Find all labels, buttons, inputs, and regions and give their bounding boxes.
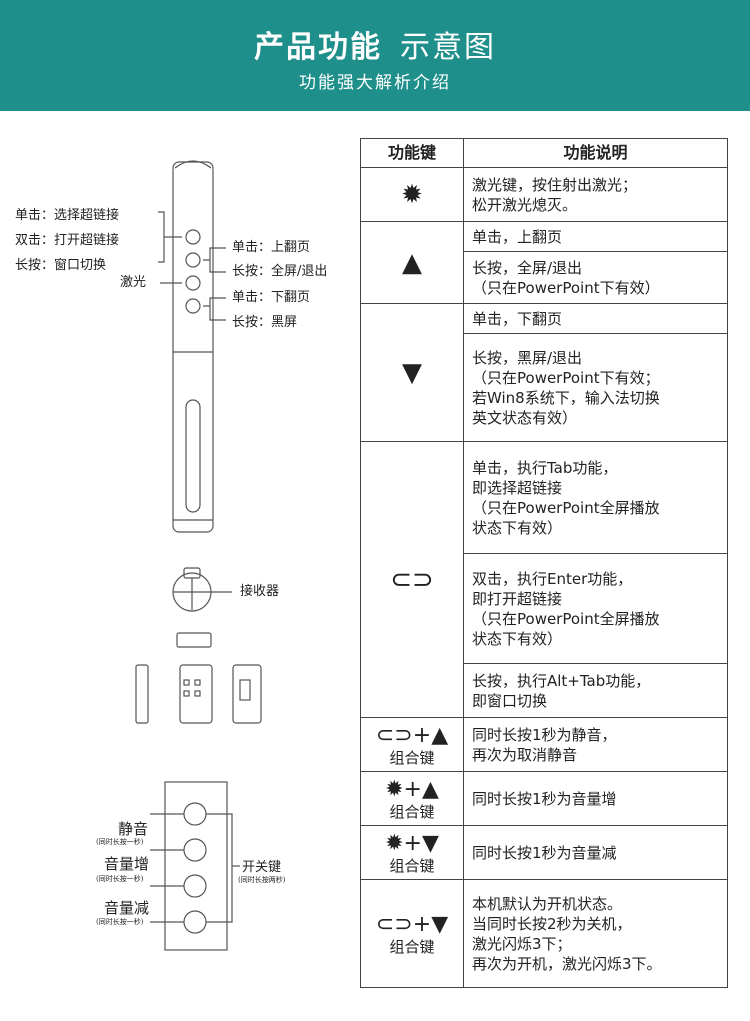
dongle-cap [176, 632, 212, 648]
triangle-down-icon: ▼ [360, 303, 464, 442]
row-desc: 单击，执行Tab功能， 即选择超链接 （只在PowerPoint全屏播放 状态下… [463, 441, 728, 554]
link-single-label: 单击：选择超链接 [15, 208, 120, 223]
power-note: (同时长按两秒) [238, 876, 286, 884]
triangle-up-icon: ▲ [360, 221, 464, 304]
page-title: 产品功能示意图 [0, 22, 750, 66]
link-long-label: 长按：窗口切换 [15, 258, 107, 273]
receiver-label: 接收器 [240, 584, 280, 599]
row-desc: 同时长按1秒为音量减 [463, 825, 728, 880]
page-subtitle: 功能强大解析介绍 [299, 73, 451, 93]
row-desc: 同时长按1秒为静音， 再次为取消静音 [463, 717, 728, 772]
down-single-label: 单击：下翻页 [232, 290, 311, 305]
row-desc: 单击，上翻页 [463, 221, 728, 252]
up-button [185, 252, 201, 268]
laser-label: 激光 [120, 275, 147, 290]
mute-label: 静音 [118, 820, 149, 838]
table-row: ▼ 单击，下翻页 [360, 303, 728, 442]
header-key: 功能键 [360, 138, 464, 168]
table-row: 双击，执行Enter功能， 即打开超链接 （只在PowerPoint全屏播放 状… [361, 553, 728, 664]
sun-plus-up-icon: ✹+▲ 组合键 [360, 771, 464, 826]
title-bold: 产品功能 [254, 30, 382, 65]
table-row: ⊂⊃ 单击，执行Tab功能， 即选择超链接 （只在PowerPoint全屏播放 … [360, 441, 728, 718]
link-double-label: 双击：打开超链接 [15, 233, 120, 248]
table-row: ▲ 单击，上翻页 [360, 221, 728, 304]
row-desc: 单击，下翻页 [463, 303, 728, 334]
header-desc: 功能说明 [463, 138, 728, 168]
row-desc: 激光键，按住射出激光； 松开激光熄灭。 [463, 167, 728, 222]
presenter-body [172, 161, 214, 533]
table-row: 长按，黑屏/退出 （只在PowerPoint下有效； 若Win8系统下，输入法切… [361, 333, 728, 442]
link-plus-up-icon: ⊂⊃+▲ 组合键 [360, 717, 464, 772]
power-label: 开关键 [242, 860, 282, 875]
vol-up-note: (同时长按一秒) [96, 875, 144, 883]
vol-down-button [183, 874, 207, 898]
header-banner: 产品功能示意图 功能强大解析介绍 [0, 0, 750, 111]
title-light: 示意图 [400, 30, 496, 65]
row-desc: 长按，执行Alt+Tab功能， 即窗口切换 [463, 663, 728, 718]
up-single-label: 单击：上翻页 [232, 240, 311, 255]
table-header-row: 功能键 功能说明 [360, 138, 728, 168]
down-button [185, 298, 201, 314]
function-table: 功能键 功能说明 ✹ 激光键，按住射出激光； 松开激光熄灭。 ▲ 单击，上翻页 … [360, 138, 728, 988]
sun-icon: ✹ [360, 167, 464, 222]
power-button [183, 910, 207, 934]
row-desc: 长按，全屏/退出 （只在PowerPoint下有效） [463, 251, 728, 304]
table-row: ✹ 激光键，按住射出激光； 松开激光熄灭。 [360, 167, 728, 222]
presenter-device-diagram [135, 160, 262, 724]
vol-down-label: 音量减 [104, 899, 150, 917]
vol-up-button [183, 838, 207, 862]
dongle-side [135, 664, 149, 724]
sun-plus-down-icon: ✹+▼ 组合键 [360, 825, 464, 880]
row-desc: 长按，黑屏/退出 （只在PowerPoint下有效； 若Win8系统下，输入法切… [463, 333, 728, 442]
up-long-label: 长按：全屏/退出 [232, 264, 328, 279]
table-row: ✹+▼ 组合键 同时长按1秒为音量减 [360, 825, 728, 880]
table-row: ✹+▲ 组合键 同时长按1秒为音量增 [360, 771, 728, 826]
row-desc: 同时长按1秒为音量增 [463, 771, 728, 826]
vol-down-note: (同时长按一秒) [96, 918, 144, 926]
row-desc: 本机默认为开机状态。 当同时长按2秒为关机， 激光闪烁3下； 再次为开机，激光闪… [463, 879, 728, 988]
presenter-clip-slot [185, 399, 201, 513]
dongle-back [232, 664, 262, 724]
laser-button [185, 275, 201, 291]
table-row: ⊂⊃+▼ 组合键 本机默认为开机状态。 当同时长按2秒为关机， 激光闪烁3下； … [360, 879, 728, 988]
presenter-cap [174, 160, 212, 169]
button-combo-diagram [150, 781, 240, 951]
table-row: ⊂⊃+▲ 组合键 同时长按1秒为静音， 再次为取消静音 [360, 717, 728, 772]
vol-up-label: 音量增 [104, 855, 150, 873]
link-plus-down-icon: ⊂⊃+▼ 组合键 [360, 879, 464, 988]
mute-note: (同时长按一秒) [96, 838, 144, 846]
table-row: 长按，执行Alt+Tab功能， 即窗口切换 [361, 663, 728, 718]
link-icon: ⊂⊃ [360, 441, 464, 718]
link-button [185, 229, 201, 245]
row-desc: 双击，执行Enter功能， 即打开超链接 （只在PowerPoint全屏播放 状… [463, 553, 728, 664]
dongle-usb [179, 664, 213, 724]
mute-button [183, 802, 207, 826]
down-long-label: 长按：黑屏 [232, 315, 298, 330]
